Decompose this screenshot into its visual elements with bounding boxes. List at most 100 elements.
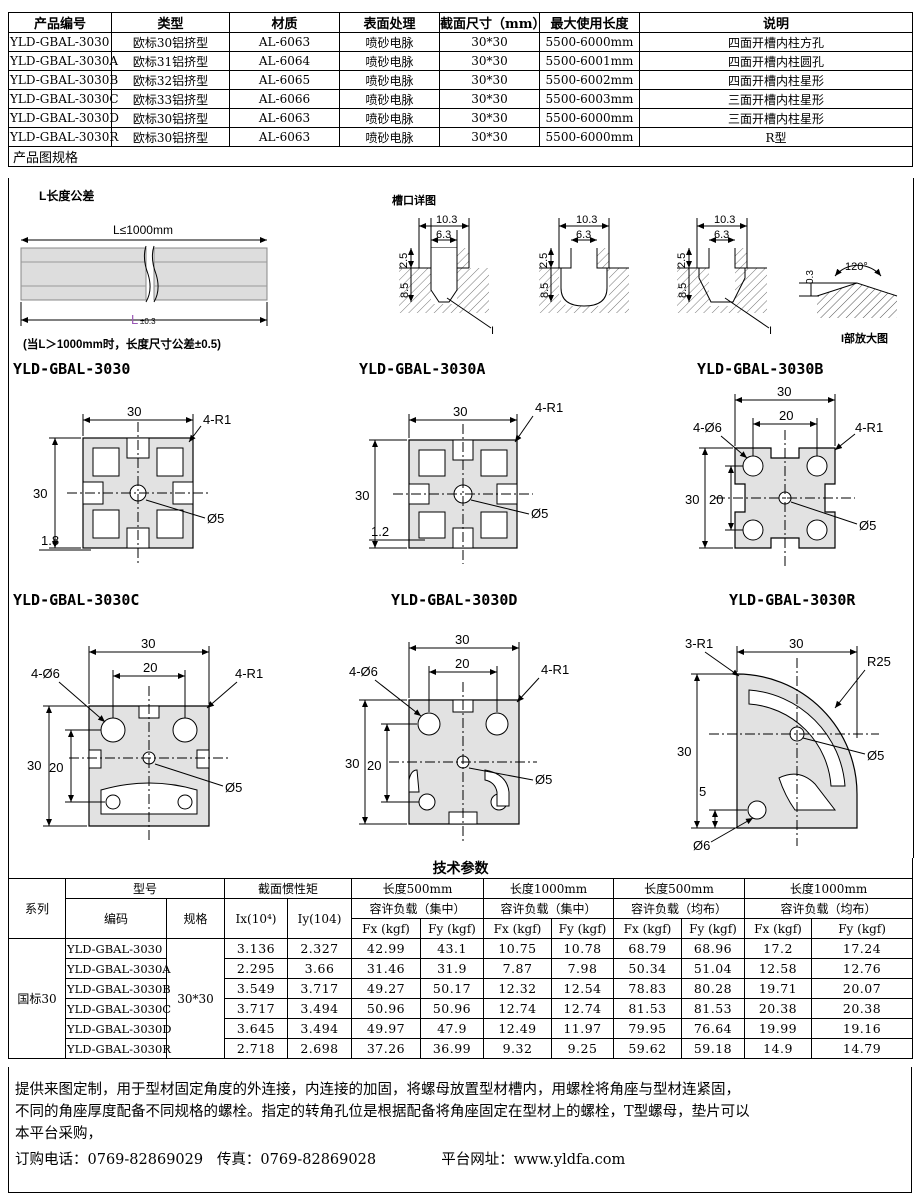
fx-header: Fx (kgf): [744, 918, 812, 939]
spec-cell: 三面开槽内柱星形: [639, 89, 913, 109]
model-code-cell: YLD-GBAL-3030R: [65, 1038, 171, 1059]
spec-cell: 30*30: [439, 108, 540, 128]
spec-cell: AL-6063: [229, 127, 340, 147]
value-cell: 81.53: [681, 998, 745, 1019]
value-cell: 3.494: [287, 1018, 352, 1039]
dim-width: 30: [141, 636, 155, 651]
spec-cell: 三面开槽内柱星形: [639, 108, 913, 128]
spec-cell: YLD-GBAL-3030R: [8, 127, 118, 147]
spec-cell: 30*30: [166, 938, 225, 1059]
spec-cell: 5500-6000mm: [539, 127, 640, 147]
length-tolerance: L长度公差 L≤1000mm L ±0.3 (当L＞1000mm时，长度尺寸公差…: [20, 188, 268, 351]
website-link[interactable]: 平台网址：www.yldfa.com: [441, 1152, 626, 1168]
inertia-header: 截面惯性矩: [224, 878, 352, 899]
spec-header: 产品编号: [8, 12, 112, 33]
model-title-3030d: YLD-GBAL-3030D: [391, 591, 517, 609]
description-line-3: 本平台采购，: [15, 1126, 102, 1142]
spec-header: 截面尺寸（mm）: [439, 12, 546, 33]
value-cell: 12.74: [551, 998, 614, 1019]
value-cell: 3.645: [224, 1018, 288, 1039]
model-title-3030b: YLD-GBAL-3030B: [697, 360, 823, 378]
value-cell: 81.53: [613, 998, 682, 1019]
len500-header: 长度500mm: [351, 878, 484, 899]
spec-cell: 30*30: [439, 32, 540, 52]
code-header: 编码: [65, 898, 167, 939]
len1000-header: 长度1000mm: [483, 878, 614, 899]
value-cell: 19.99: [744, 1018, 812, 1039]
spec-header-row: 产品编号 类型 材质 表面处理 截面尺寸（mm） 最大使用长度 说明: [8, 12, 913, 33]
value-cell: 78.83: [613, 978, 682, 999]
spec-cell: 5500-6002mm: [539, 70, 640, 90]
spec-cell: 5500-6003mm: [539, 89, 640, 109]
slot-height: 8.5: [539, 283, 551, 298]
radius-label: 4-R1: [535, 400, 563, 415]
tech-header-row-3: Fx (kgf) Fy (kgf) Fx (kgf) Fy (kgf) Fx (…: [9, 918, 914, 939]
slot-opening: 6.3: [576, 229, 591, 241]
value-cell: 17.2: [744, 938, 812, 959]
technical-drawing: L长度公差 L≤1000mm L ±0.3 (当L＞1000mm时，长度尺寸公差…: [13, 188, 898, 853]
profile-3030a: 30 30 4-R1 Ø5 1.2: [355, 400, 563, 564]
value-cell: 3.717: [287, 978, 352, 999]
spec-header: 规格: [166, 898, 225, 939]
value-cell: 3.717: [224, 998, 288, 1019]
slot-opening: 6.3: [436, 229, 451, 241]
dim-height: 30: [27, 758, 41, 773]
dim-hole-spacing-v: 20: [49, 760, 63, 775]
value-cell: 3.494: [287, 998, 352, 1019]
wall-thickness: 1.8: [41, 533, 59, 548]
dim-offset: 5: [699, 784, 706, 799]
spec-cell: AL-6066: [229, 89, 340, 109]
fax: 传真：0769-82869028: [216, 1152, 377, 1168]
spec-cell: YLD-GBAL-3030D: [8, 108, 119, 128]
spec-cell: 喷砂电脉: [339, 89, 440, 109]
spec-cell: YLD-GBAL-3030B: [8, 70, 118, 90]
spec-cell: 欧标32铝挤型: [111, 70, 230, 90]
value-cell: 37.26: [351, 1038, 421, 1059]
spec-cell: 四面开槽内柱圆孔: [639, 51, 913, 71]
value-cell: 12.76: [810, 958, 914, 979]
value-cell: 7.98: [551, 958, 614, 979]
iy-header: Iy(104): [287, 898, 352, 939]
dim-width: 30: [453, 404, 467, 419]
profile-3030b: 30 20 30 20 4-Ø6 4-R1 Ø5: [685, 384, 883, 566]
slot-i-label: I: [769, 325, 772, 337]
profile-3030r: 30 30 5 3-R1 R25 Ø5 Ø6: [677, 636, 891, 853]
value-cell: 11.97: [551, 1018, 614, 1039]
fy-header: Fy (kgf): [681, 918, 745, 939]
center-hole-label: Ø5: [859, 518, 876, 533]
len500-header: 长度500mm: [613, 878, 745, 899]
value-cell: 9.32: [483, 1038, 552, 1059]
dim-hole-spacing-v: 20: [367, 758, 381, 773]
value-cell: 80.28: [681, 978, 745, 999]
tolerance-title: L长度公差: [39, 188, 94, 203]
dim-height: 30: [355, 488, 369, 503]
fy-header: Fy (kgf): [420, 918, 484, 939]
slot-detail-3: 10.3 6.3 2.5 8.5 I: [676, 214, 772, 337]
profile-3030d: 30 20 30 20 4-Ø6 4-R1 Ø5: [345, 632, 569, 842]
dim-height: 30: [33, 486, 47, 501]
slot-detail-1: 10.3 6.3 2.5 8.5 I: [398, 214, 494, 337]
value-cell: 3.66: [287, 958, 352, 979]
radius-label: 4-R1: [235, 666, 263, 681]
value-cell: 50.96: [420, 998, 484, 1019]
model-titles: YLD-GBAL-3030 YLD-GBAL-3030A YLD-GBAL-30…: [13, 360, 856, 609]
dim-hole-spacing: 20: [455, 656, 469, 671]
spec-cell: R型: [639, 127, 913, 147]
model-code-cell: YLD-GBAL-3030C: [65, 998, 171, 1019]
spec-cell: YLD-GBAL-3030C: [8, 89, 119, 109]
length-label: L≤1000mm: [113, 223, 173, 237]
tech-title: 技术参数: [7, 858, 914, 879]
value-cell: 49.97: [351, 1018, 421, 1039]
tech-title-row: 技术参数: [7, 858, 914, 879]
dim-height: 30: [677, 744, 691, 759]
spec-cell: 30*30: [439, 51, 540, 71]
spec-header: 最大使用长度: [539, 12, 640, 33]
footer: 提供来图定制，用于型材固定角度的外连接，内连接的加固，将螺母放置型材槽内，用螺栓…: [8, 1067, 912, 1193]
radius-label: 4-R1: [855, 420, 883, 435]
